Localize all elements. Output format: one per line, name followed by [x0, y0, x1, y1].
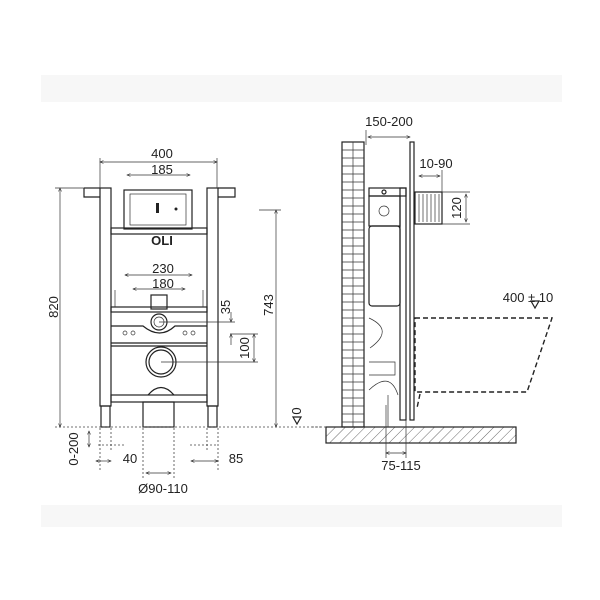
dim-height-to-top: 743: [261, 294, 276, 316]
floor-slab: [325, 426, 517, 444]
water-inlet: [414, 191, 443, 225]
bottom-band: [41, 505, 562, 527]
frame-side: [368, 187, 407, 427]
frame: [83, 187, 236, 428]
dim-outlet-offset: 35: [218, 300, 233, 314]
dim-inlet-depth: 10-90: [419, 156, 452, 171]
dim-leg-right: 85: [229, 451, 243, 466]
dim-bowl-height: 400 ± 10: [503, 290, 554, 305]
dim-leg-extension: 0-200: [66, 432, 81, 465]
front-view: OLI: [46, 146, 322, 496]
dim-drain-offset: 75-115: [381, 458, 421, 473]
side-view: 150-200 10-90 120 400 ± 10 75-115: [312, 114, 553, 473]
dim-leg-left: 40: [123, 451, 137, 466]
flush-cistern-box: [123, 189, 193, 230]
dim-wall-gap: 150-200: [365, 114, 413, 129]
dim-flush-plate-width: 185: [151, 162, 173, 177]
logo: OLI: [151, 233, 173, 248]
floor-level-label: 0: [289, 407, 304, 414]
top-band: [41, 75, 562, 102]
dim-height-total: 820: [46, 296, 61, 318]
dim-inlet-height: 120: [449, 197, 464, 219]
brick-wall: [341, 141, 365, 428]
dim-stud-spacing-outer: 230: [152, 261, 174, 276]
dim-stud-spacing-inner: 180: [152, 276, 174, 291]
outlet-fitting: [122, 294, 196, 336]
drain-elbow: [142, 346, 177, 428]
side-dimension-lines: [365, 130, 541, 458]
dim-drain-diameter: Ø90-110: [138, 481, 188, 496]
dim-outlet-to-drain: 100: [237, 337, 252, 359]
front-panel: [409, 141, 415, 421]
toilet-bowl-outline: [414, 317, 553, 393]
dim-frame-width: 400: [151, 146, 173, 161]
floor-level-symbol: 0: [289, 407, 304, 426]
dimension-lines: [55, 158, 281, 473]
